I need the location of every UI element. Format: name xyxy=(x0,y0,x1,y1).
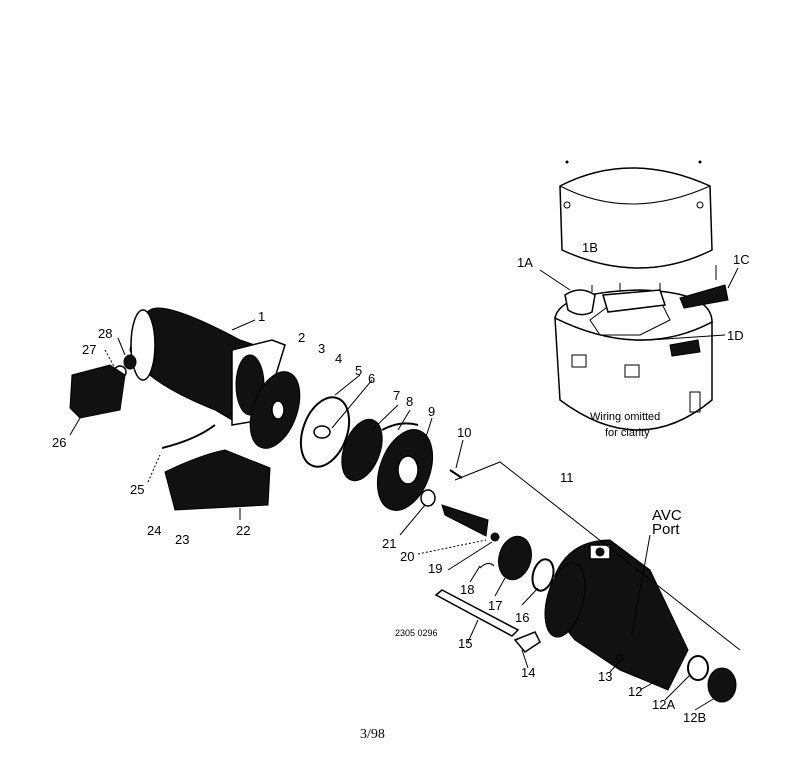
wiring-note-line2: for clarity xyxy=(605,427,650,439)
clip xyxy=(381,422,419,431)
drawing-code: 2305 0296 xyxy=(395,628,438,638)
check-valve xyxy=(498,535,532,581)
callout-19: 19 xyxy=(428,561,442,576)
callout-24: 24 xyxy=(147,523,161,538)
callout-2: 2 xyxy=(298,330,305,345)
callout-17: 17 xyxy=(488,598,502,613)
footer-date: 3/98 xyxy=(360,727,385,742)
callout-14: 14 xyxy=(521,665,535,680)
callout-23: 23 xyxy=(175,532,189,547)
callout-12b: 12B xyxy=(683,710,706,725)
callout-1d: 1D xyxy=(727,328,744,343)
callout-10: 10 xyxy=(457,425,471,440)
venturi-nozzle xyxy=(490,532,500,542)
callout-1a: 1A xyxy=(517,255,533,270)
callout-9: 9 xyxy=(428,404,435,419)
motor-body xyxy=(129,307,286,426)
callout-27: 27 xyxy=(82,342,96,357)
callout-11: 11 xyxy=(560,470,574,485)
avc-label-line2: Port xyxy=(652,521,680,538)
tube xyxy=(434,589,520,637)
pump-casing xyxy=(544,539,689,691)
switch-parts xyxy=(564,265,729,316)
callout-22: 22 xyxy=(236,523,250,538)
callout-21: 21 xyxy=(382,536,396,551)
callout-6: 6 xyxy=(368,371,375,386)
motor-base xyxy=(164,449,271,511)
callout-8: 8 xyxy=(406,394,413,409)
nozzle-ring xyxy=(420,489,436,507)
callout-labels: 1 1A 1B 1C 1D 2 3 4 5 6 7 8 9 10 11 12 1… xyxy=(52,240,750,725)
callout-12: 12 xyxy=(628,684,642,699)
casing-plug xyxy=(707,667,737,703)
shaft-seal xyxy=(313,425,331,439)
o-ring-small xyxy=(531,558,555,592)
callout-3: 3 xyxy=(318,341,325,356)
motor-end-cap xyxy=(559,160,713,269)
callout-16: 16 xyxy=(515,610,529,625)
elbow-fitting xyxy=(513,631,541,653)
assembly-bracket xyxy=(454,461,741,651)
callout-1c: 1C xyxy=(733,252,750,267)
motor-fitting xyxy=(123,354,137,370)
callout-1b: 1B xyxy=(582,240,598,255)
terminal-cover xyxy=(69,364,126,419)
casing-o-ring xyxy=(687,655,709,681)
spring xyxy=(479,562,495,569)
callout-26: 26 xyxy=(52,435,66,450)
screw xyxy=(449,469,463,479)
callout-13: 13 xyxy=(598,669,612,684)
callout-15: 15 xyxy=(458,636,472,651)
wiring-note-line1: Wiring omitted xyxy=(590,411,660,423)
impeller xyxy=(341,418,383,482)
callout-28: 28 xyxy=(98,326,112,341)
leader-lines xyxy=(69,267,739,711)
venturi-tube xyxy=(441,504,489,537)
callout-7: 7 xyxy=(393,388,400,403)
callout-5: 5 xyxy=(355,363,362,378)
drain-plug xyxy=(616,654,624,662)
avc-label-line1: AVC xyxy=(652,507,682,524)
callout-18: 18 xyxy=(460,582,474,597)
callout-25: 25 xyxy=(130,482,144,497)
clamp-wire xyxy=(161,424,216,449)
o-ring-large xyxy=(299,396,351,468)
callout-4: 4 xyxy=(335,351,342,366)
callout-20: 20 xyxy=(400,549,414,564)
callout-1: 1 xyxy=(258,309,265,324)
callout-12a: 12A xyxy=(652,697,675,712)
